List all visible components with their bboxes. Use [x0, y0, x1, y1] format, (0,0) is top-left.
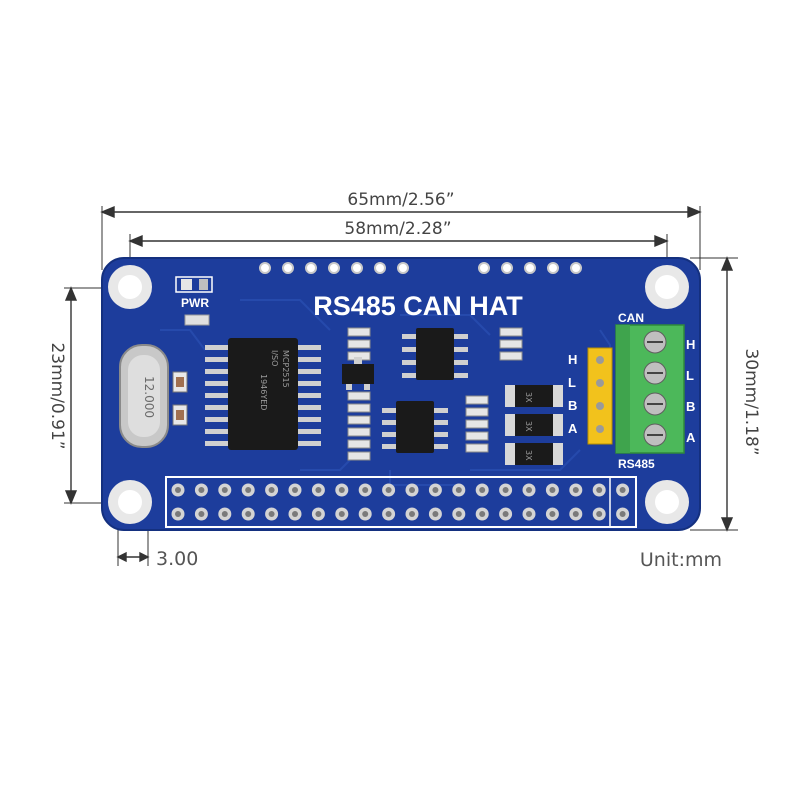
header-pin-label: L — [568, 375, 576, 390]
total-height-label: 30mm/1.18” — [741, 348, 761, 455]
header-pin-label: B — [568, 398, 577, 413]
crystal-frequency-text: 12.000 — [142, 376, 156, 418]
terminal-pin-label: B — [686, 399, 695, 414]
board-title: RS485 CAN HAT — [313, 291, 523, 321]
gpio-pad-hole — [549, 511, 556, 517]
diode-text: 3X — [524, 450, 533, 461]
gpio-pad-hole — [385, 511, 392, 517]
gpio-pad-hole — [245, 487, 252, 493]
gpio-pad-hole — [292, 511, 298, 517]
gpio-pad-hole — [502, 511, 509, 517]
gpio-pad-hole — [526, 487, 532, 493]
gpio-pad-hole — [479, 511, 486, 517]
pwr-led — [175, 276, 213, 293]
gpio-pad-hole — [502, 487, 509, 493]
mounting-holes — [108, 265, 689, 524]
gpio-pad-hole — [526, 511, 532, 517]
gpio-pad-hole — [292, 487, 298, 493]
gpio-pad-hole — [362, 511, 369, 517]
header-pin-label: H — [568, 352, 577, 367]
smd-resistors — [347, 327, 523, 461]
crystal — [119, 344, 169, 448]
gpio-pad-hole — [455, 487, 462, 493]
gpio-pad-hole — [315, 487, 322, 493]
gpio-pad-hole — [362, 487, 369, 493]
gpio-pad-hole — [245, 511, 252, 517]
pwr-label: PWR — [181, 296, 209, 310]
mcp2515-chip — [205, 338, 321, 450]
terminal-pin-label: L — [686, 368, 694, 383]
diode-text: 3X — [524, 421, 533, 432]
gpio-pad-hole — [409, 511, 415, 517]
gpio-pad-hole — [619, 511, 626, 517]
total-width-label: 65mm/2.56” — [347, 190, 454, 210]
gpio-pad-hole — [479, 487, 486, 493]
diode-text: 3X — [524, 392, 533, 403]
top-pads — [259, 262, 582, 274]
gpio-pad-hole — [198, 511, 205, 517]
gpio-pad-hole — [619, 487, 626, 493]
gpio-pad-hole — [596, 487, 603, 493]
gpio-pad-hole — [549, 487, 556, 493]
pcb-board: PWR RS485 CAN HAT 12.000 — [101, 257, 701, 531]
gpio-pad-hole — [221, 511, 228, 517]
gpio-pad-hole — [385, 487, 392, 493]
screw-terminal — [615, 324, 685, 454]
gpio-header — [165, 476, 637, 528]
header-pin-label: A — [568, 421, 578, 436]
hole-offset-label: 3.00 — [156, 548, 198, 570]
gpio-pad-hole — [455, 511, 462, 517]
gpio-pad-hole — [338, 487, 345, 493]
gpio-pad-hole — [596, 511, 603, 517]
gpio-pad-hole — [175, 487, 181, 493]
mcp2515-chip-label: I/SO — [270, 350, 279, 366]
unit-label: Unit:mm — [640, 549, 722, 571]
gpio-pad-hole — [338, 511, 345, 517]
rs485-transceiver-chip — [382, 401, 448, 453]
gpio-pad-hole — [572, 487, 579, 493]
gpio-pad-hole — [175, 511, 181, 517]
transistor — [342, 357, 374, 390]
tvs-diodes — [505, 385, 563, 465]
pin-header — [587, 347, 613, 445]
gpio-pad-hole — [409, 487, 415, 493]
gpio-pad-hole — [315, 511, 322, 517]
gpio-pad-hole — [268, 487, 275, 493]
rs485-label: RS485 — [618, 457, 655, 471]
mcp2515-chip-label: 1946YED — [259, 374, 268, 410]
gpio-pad-hole — [221, 487, 228, 493]
can-transceiver-chip — [402, 328, 468, 380]
gpio-pad-hole — [268, 511, 275, 517]
gpio-pad-hole — [432, 511, 439, 517]
mcp2515-chip-label: MCP2515 — [281, 350, 290, 388]
terminal-pin-label: A — [686, 430, 696, 445]
gpio-pad-hole — [432, 487, 439, 493]
terminal-pin-label: H — [686, 337, 695, 352]
gpio-pad-hole — [572, 511, 579, 517]
hole-spacing-height-label: 23mm/0.91” — [47, 342, 67, 449]
hole-spacing-width-label: 58mm/2.28” — [344, 219, 451, 239]
can-label: CAN — [618, 311, 644, 325]
gpio-pad-hole — [198, 487, 205, 493]
capacitors — [172, 371, 188, 426]
smd-resistor — [184, 314, 210, 326]
